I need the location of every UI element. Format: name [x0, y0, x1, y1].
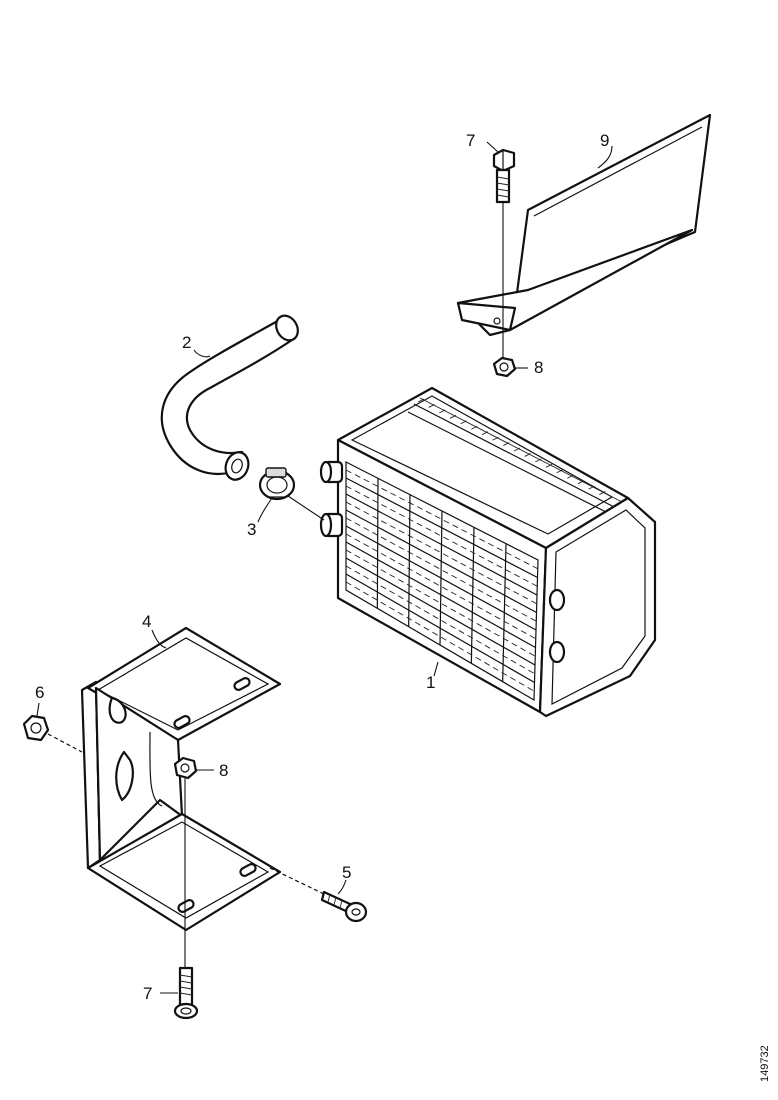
- mounting-bracket: [80, 626, 282, 932]
- nut-top: [492, 356, 517, 378]
- top-fin-mark: [545, 463, 553, 468]
- heater-core: [319, 386, 657, 718]
- core-fin-row: [345, 477, 538, 579]
- core-fin-row: [345, 485, 538, 587]
- screw-axis: [269, 867, 327, 896]
- top-fin-mark: [567, 474, 574, 479]
- callout-8-middle: 8: [219, 761, 228, 780]
- nut-left: [22, 714, 50, 742]
- bolt-top: [492, 148, 516, 204]
- top-fin-mark: [535, 458, 542, 463]
- top-fin-mark: [524, 453, 531, 457]
- top-fin-mark: [449, 414, 457, 419]
- top-fin-mark: [417, 398, 425, 403]
- top-fin-mark: [556, 469, 563, 474]
- core-fin-row: [345, 509, 537, 614]
- callout-5: 5: [342, 863, 351, 882]
- screw: [320, 890, 368, 923]
- callout-3: 3: [247, 520, 256, 539]
- top-fin-mark: [428, 404, 435, 408]
- bolt-bottom: [173, 966, 199, 1020]
- callout-9: 9: [600, 131, 609, 150]
- core-fin-row: [345, 557, 536, 666]
- callout-7-bottom: 7: [143, 984, 152, 1003]
- top-fin-mark: [439, 409, 446, 414]
- top-fin-mark: [460, 420, 467, 425]
- core-fin-row: [345, 573, 535, 684]
- top-fin-mark: [513, 447, 521, 452]
- top-fin-mark: [471, 425, 478, 430]
- core-fin-row: [345, 581, 535, 692]
- core-fin-row: [345, 469, 538, 570]
- hose-to-core-axis: [281, 491, 325, 521]
- top-fin-mark: [481, 431, 489, 436]
- callout-1: 1: [426, 673, 435, 692]
- hose-clamp: [258, 467, 296, 501]
- core-fin-row: [345, 493, 538, 596]
- top-fin-mark: [503, 442, 510, 446]
- core-fin-row: [345, 549, 536, 657]
- reference-number: 149732: [759, 1045, 771, 1082]
- core-fin-row: [345, 501, 537, 605]
- core-fin-row: [345, 541, 536, 649]
- leader-lines: [36, 141, 613, 994]
- core-fin-row: [345, 533, 536, 640]
- heat-shield-plate: [456, 113, 712, 337]
- top-fin-mark: [599, 491, 606, 495]
- callout-8-top: 8: [534, 358, 543, 377]
- core-fin-row: [345, 525, 537, 631]
- nut-middle: [173, 756, 198, 780]
- core-fin-row: [345, 517, 537, 622]
- coolant-hose: [160, 314, 299, 481]
- top-fin-mark: [588, 485, 595, 490]
- callout-4: 4: [142, 612, 151, 631]
- core-fin-row: [345, 565, 535, 675]
- callout-7-top: 7: [466, 131, 475, 150]
- nut-left-axis: [47, 733, 83, 753]
- callout-6: 6: [35, 683, 44, 702]
- callout-2: 2: [182, 333, 191, 352]
- top-fin-mark: [577, 480, 585, 485]
- top-fin-mark: [492, 436, 499, 441]
